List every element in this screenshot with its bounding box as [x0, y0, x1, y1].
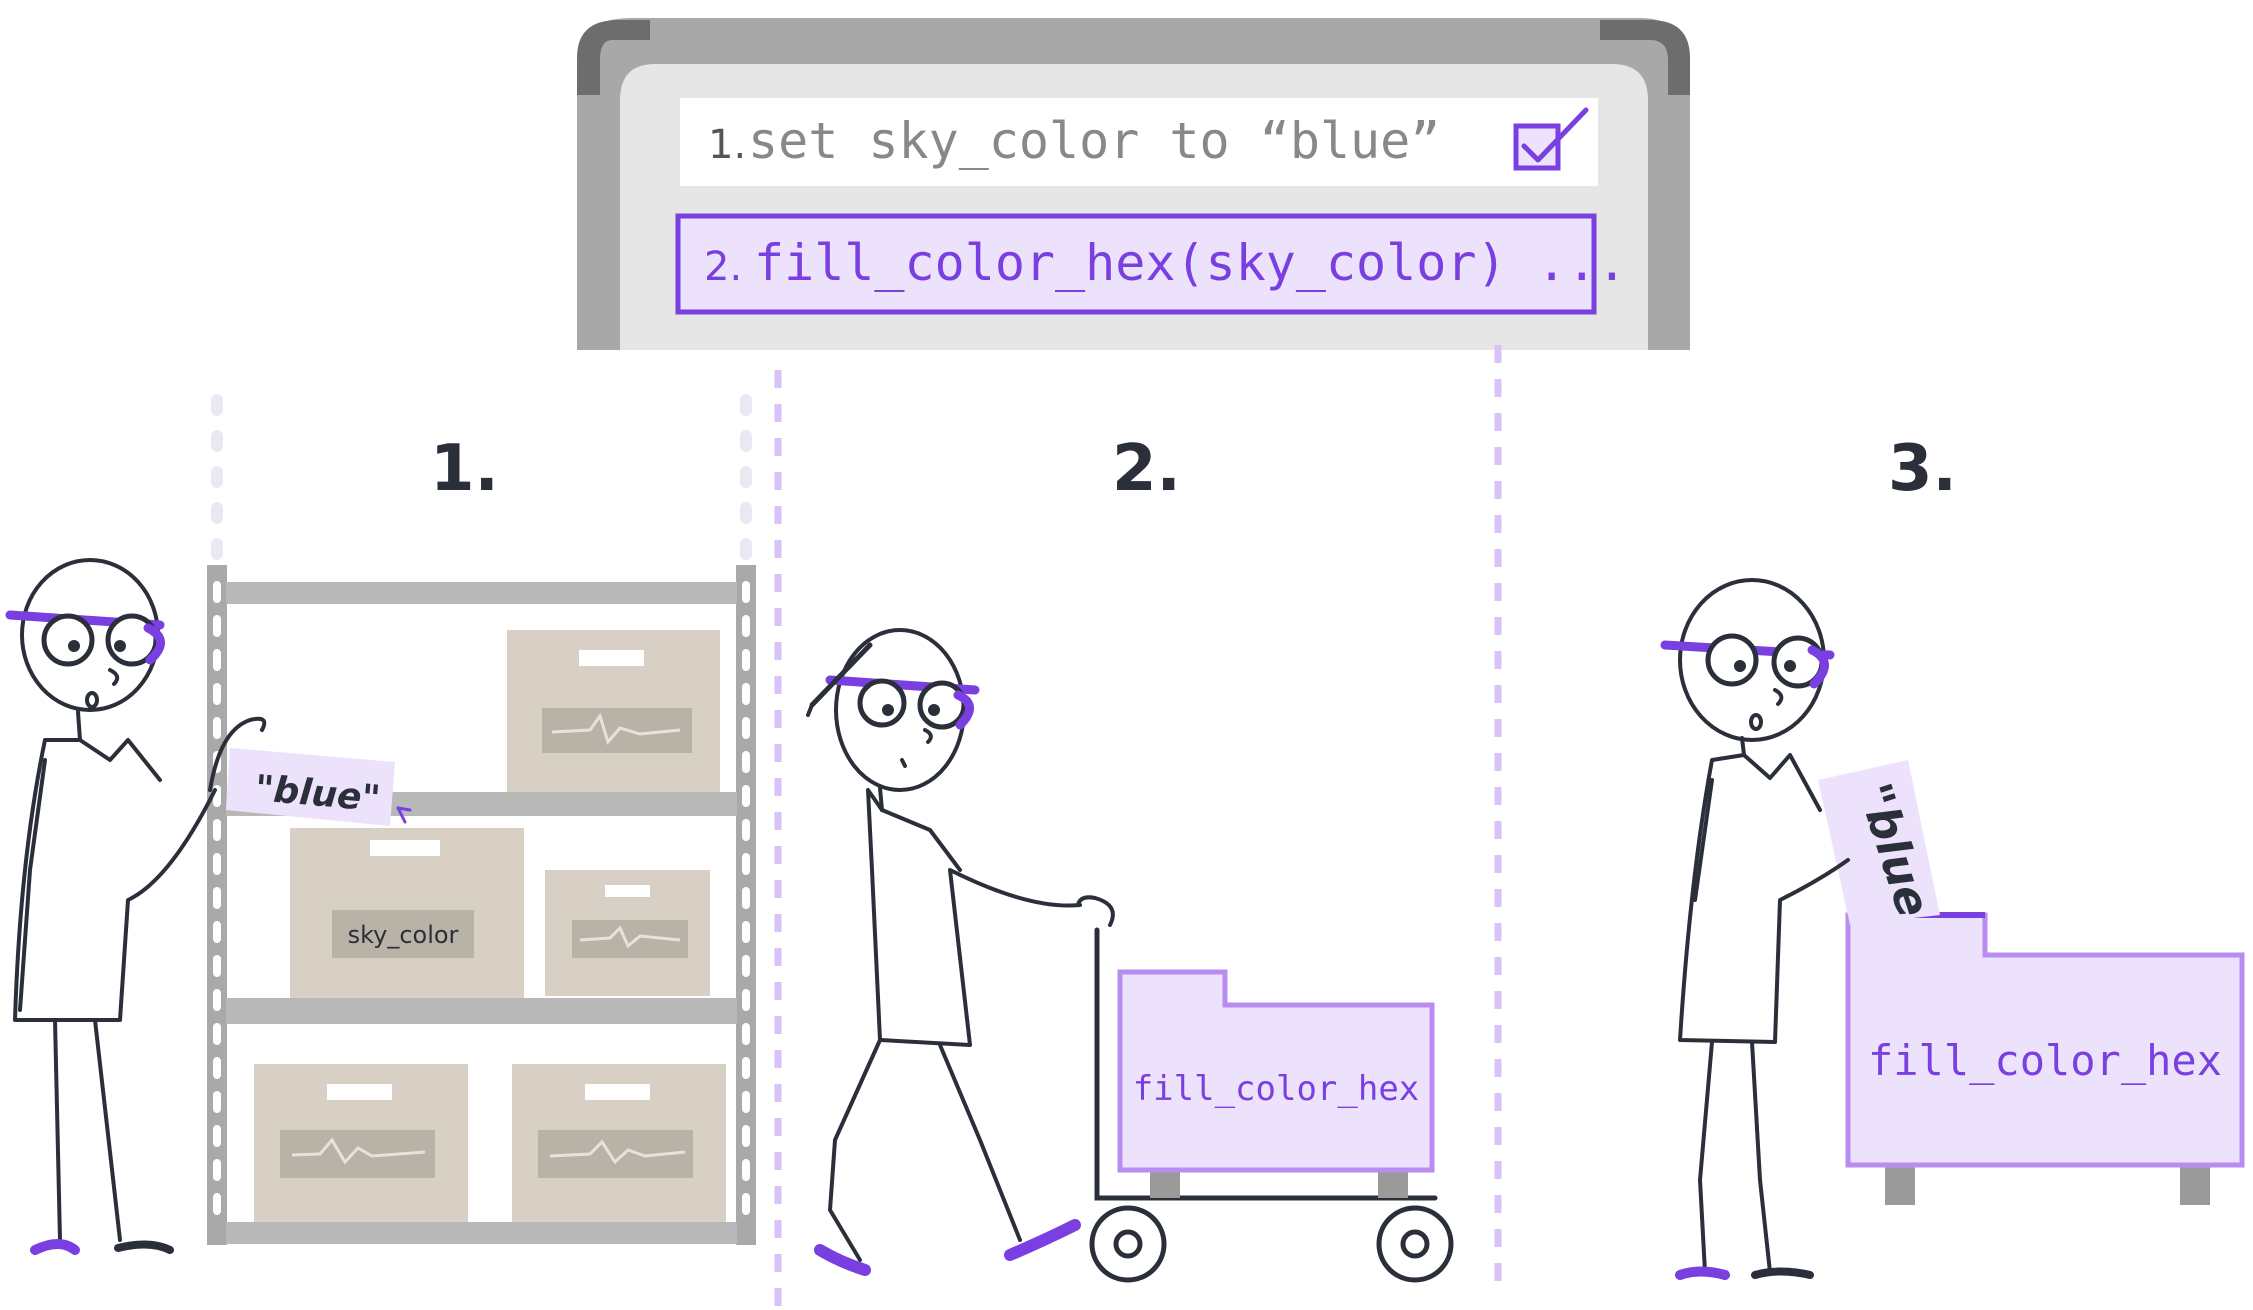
step1-card — [680, 98, 1598, 186]
panel3-number: 3. — [1888, 432, 1957, 506]
storage-box — [254, 1064, 468, 1222]
machine-label-large: fill_color_hex — [1868, 1036, 2222, 1085]
storage-box-sky-color: sky_color — [290, 828, 524, 998]
step2-code: fill_color_hex(sky_color) ... — [754, 234, 1627, 292]
scientist-3 — [1660, 578, 1850, 1280]
whiteboard-corner — [1600, 20, 1690, 95]
step2-number: 2. — [704, 244, 742, 290]
shelf-board — [226, 582, 737, 604]
scientist-1 — [5, 558, 267, 1255]
machine-foot — [1885, 1165, 1915, 1205]
machine-fill-color-hex: fill_color_hex — [1117, 969, 1435, 1173]
panel2-number: 2. — [1112, 432, 1181, 506]
scientist-2 — [806, 628, 1115, 1276]
machine-foot — [2180, 1165, 2210, 1205]
step1-code: set sky_color to “blue” — [748, 112, 1440, 170]
whiteboard-corner — [577, 20, 650, 95]
note-blue-inserting: "blue — [1818, 760, 1941, 925]
machine-fill-color-hex-large: fill_color_hex — [1845, 912, 2245, 1205]
scene2: fill_color_hex — [806, 628, 1454, 1283]
storage-box — [507, 630, 720, 792]
scene1: sky_color — [5, 394, 756, 1255]
cart — [1089, 927, 1454, 1283]
storage-box — [545, 870, 710, 996]
storage-box — [512, 1064, 726, 1222]
note-blue: "blue" — [226, 748, 412, 826]
shelf-board — [226, 998, 737, 1024]
step2-card — [675, 213, 1597, 315]
machine-label: fill_color_hex — [1133, 1069, 1420, 1109]
step1-number: 1. — [708, 122, 746, 168]
checkbox-checked-icon — [1513, 107, 1589, 171]
shelf-board — [226, 1222, 737, 1244]
scene3: fill_color_hex "blue — [1660, 578, 2245, 1280]
box-label: sky_color — [348, 921, 459, 949]
panel1-number: 1. — [430, 432, 499, 506]
whiteboard: 1. set sky_color to “blue” 2. fill_color… — [577, 18, 1690, 350]
